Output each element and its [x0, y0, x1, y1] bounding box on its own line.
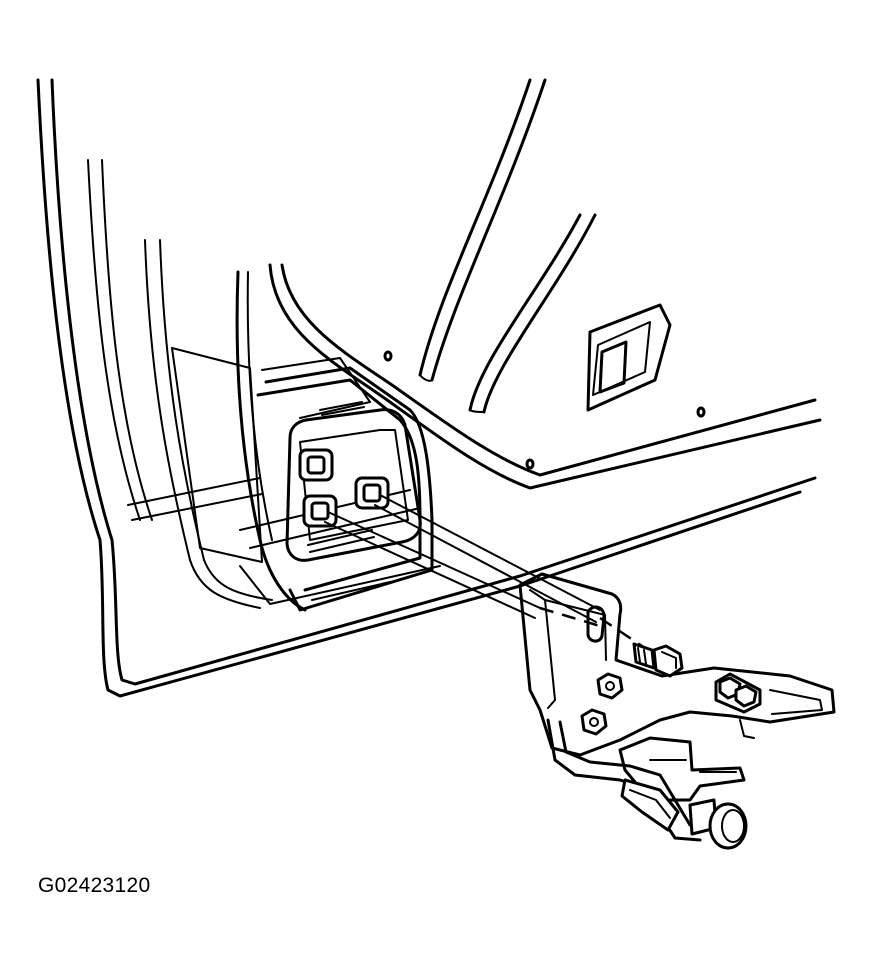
hinge-nut	[596, 672, 624, 700]
hinge-nut	[580, 708, 608, 736]
hinge-mount-plate	[285, 408, 422, 562]
hinge-nut	[734, 684, 758, 708]
hinge-bolt	[632, 642, 684, 678]
mount-nut	[302, 494, 338, 528]
alignment-lines	[324, 494, 646, 650]
door-frame-outline	[36, 78, 817, 698]
door-pillar-curves	[268, 78, 822, 490]
mount-nut	[298, 448, 334, 482]
door-hinge	[518, 572, 836, 850]
mount-nut	[354, 476, 390, 510]
hinge-pin-cap	[688, 798, 748, 850]
panel-holes	[383, 350, 706, 470]
figure-id-label: G02423120	[38, 874, 151, 897]
access-hole	[586, 303, 672, 412]
